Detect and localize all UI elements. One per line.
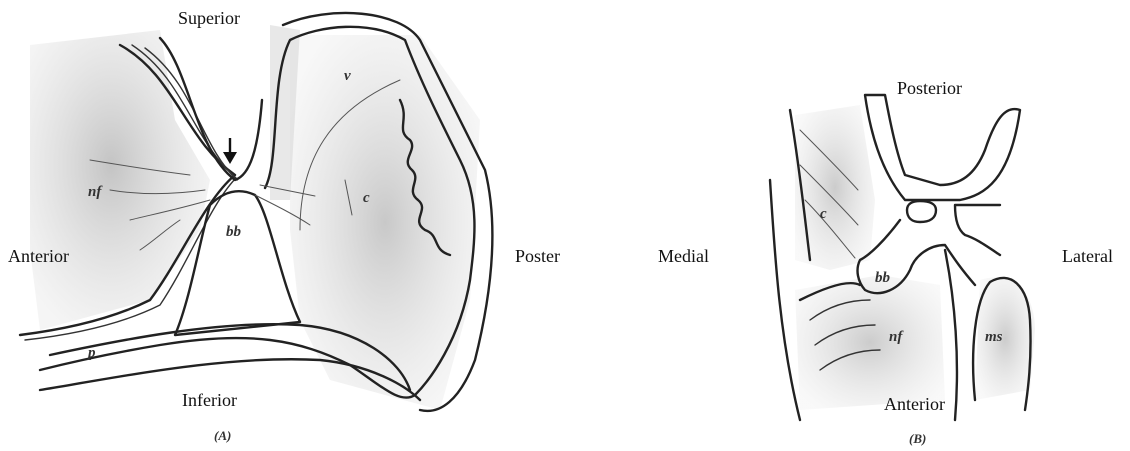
- panel-a-caption: (A): [214, 428, 231, 443]
- panel-a-label-bottom: Inferior: [182, 390, 237, 410]
- panel-b-label-bb: bb: [875, 270, 891, 286]
- panel-b-caption: (B): [909, 431, 926, 446]
- panel-b-label-c: c: [820, 206, 827, 222]
- panel-a-label-top: Superior: [178, 8, 240, 28]
- panel-b-label-nf: nf: [889, 329, 904, 345]
- panel-b-label-bottom: Anterior: [884, 394, 945, 414]
- panel-b: Posterior Medial Lateral Anterior c bb n…: [658, 78, 1113, 446]
- panel-a-label-left: Anterior: [8, 246, 69, 266]
- panel-a-cavity-shading: [290, 35, 480, 410]
- panel-b-label-ms: ms: [985, 329, 1003, 345]
- panel-a-label-bb: bb: [226, 224, 242, 240]
- panel-b-nf-right: [945, 250, 957, 420]
- panel-a-arrow-icon: [223, 138, 237, 164]
- panel-a-label-c: c: [363, 190, 370, 206]
- panel-b-label-left: Medial: [658, 246, 709, 266]
- panel-a-label-nf: nf: [88, 184, 103, 200]
- panel-b-label-right: Lateral: [1062, 246, 1113, 266]
- panel-b-center-box: [907, 201, 936, 222]
- panel-a-label-p: p: [86, 345, 96, 361]
- panel-a-nasal-shading: [30, 30, 210, 330]
- panel-a: Superior Anterior Poster Inferior nf bb …: [8, 8, 560, 443]
- panel-a-label-right: Poster: [515, 246, 560, 266]
- panel-b-lateral-arm: [955, 205, 1000, 255]
- panel-b-posterior-arm: [865, 95, 1020, 200]
- panel-b-label-top: Posterior: [897, 78, 962, 98]
- panel-a-label-v: v: [344, 68, 351, 84]
